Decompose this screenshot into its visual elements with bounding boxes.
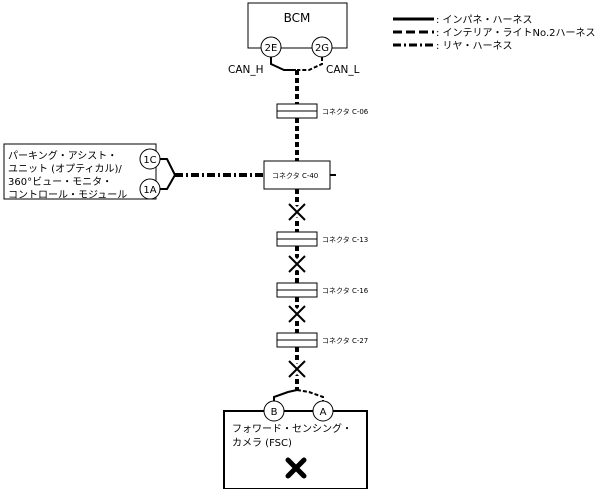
fsc-pin-b-wire <box>273 389 298 401</box>
cross-icon <box>285 357 309 381</box>
parking-assist-line-2: ユニット (オプティカル)/ <box>8 163 122 175</box>
cross-icon <box>285 457 307 479</box>
fsc-camera: B A フォワード・センシング・ カメラ (FSC) <box>223 400 368 489</box>
can-l-label: CAN_L <box>326 64 360 76</box>
bcm-title: BCM <box>284 11 311 25</box>
connector-c06: コネクタ C-06 <box>276 103 369 119</box>
connector-c27-label: コネクタ C-27 <box>322 336 368 345</box>
parking-assist-unit: パーキング・アシスト・ ユニット (オプティカル)/ 360°ビュー・モニタ・ … <box>3 143 161 201</box>
can-h-label: CAN_H <box>228 64 264 76</box>
connector-c13-label: コネクタ C-13 <box>322 235 368 244</box>
bcm-pin-2g-label: 2G <box>315 43 329 54</box>
bcm-pin-2e-label: 2E <box>265 43 278 54</box>
bcm-module: BCM 2E 2G CAN_H CAN_L <box>228 2 360 76</box>
parking-assist-line-4: コントロール・モジュール <box>8 190 127 201</box>
connector-c27: コネクタ C-27 <box>276 332 368 348</box>
fsc-pin-a-wire <box>296 389 324 401</box>
cross-icon <box>285 252 309 276</box>
connector-c06-label: コネクタ C-06 <box>322 107 369 116</box>
connector-c40: コネクタ C-40 <box>263 160 331 190</box>
fsc-pin-a <box>312 400 334 422</box>
parking-pin-1a-label: 1A <box>143 185 156 196</box>
connector-c13: コネクタ C-13 <box>276 231 368 247</box>
connector-c16: コネクタ C-16 <box>276 282 369 298</box>
bcm-can-h-wire <box>270 57 296 71</box>
legend: : インパネ・ハーネス : インテリア・ライトNo.2ハーネス : リヤ・ハーネ… <box>393 14 596 52</box>
parking-assist-line-1: パーキング・アシスト・ <box>8 149 117 162</box>
cross-icon <box>285 200 309 224</box>
fsc-box <box>223 410 368 489</box>
legend-label-dashed: : インテリア・ライトNo.2ハーネス <box>436 27 596 39</box>
fsc-pin-b <box>263 400 285 422</box>
connector-c40-label: コネクタ C-40 <box>272 171 318 180</box>
legend-label-dashdot: : リヤ・ハーネス <box>436 40 513 52</box>
fsc-line-1: フォワード・センシング・ <box>232 422 352 435</box>
fsc-line-2: カメラ (FSC) <box>232 437 292 449</box>
fsc-pin-a-label: A <box>320 407 327 418</box>
parking-pin-1c-label: 1C <box>143 155 156 166</box>
parking-pin-1a-wire <box>160 174 176 190</box>
parking-pin-1c-wire <box>160 158 176 176</box>
parking-assist-box <box>3 143 157 200</box>
connector-c16-label: コネクタ C-16 <box>322 286 369 295</box>
parking-assist-line-3: 360°ビュー・モニタ・ <box>8 176 112 188</box>
fsc-pin-b-label: B <box>271 407 278 418</box>
bcm-can-l-wire <box>297 57 323 71</box>
legend-label-solid: : インパネ・ハーネス <box>436 14 533 26</box>
cross-icon <box>285 302 309 326</box>
